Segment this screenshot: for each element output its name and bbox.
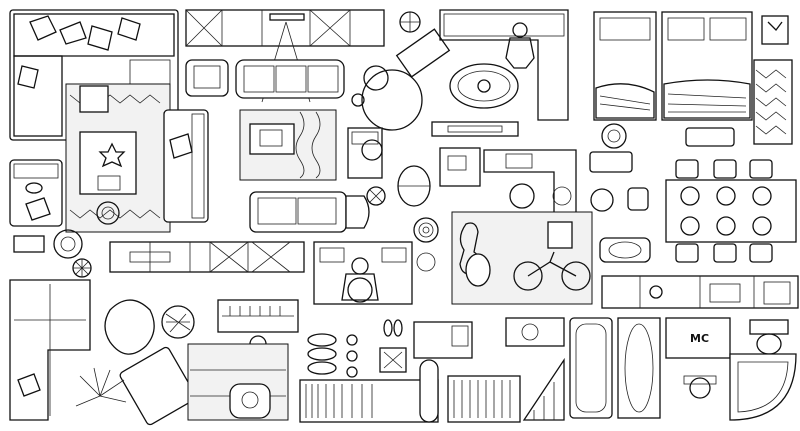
sofa-middle-bottom — [249, 191, 370, 233]
desk-corner — [439, 147, 481, 187]
person-walking — [505, 22, 535, 69]
fur-rug — [104, 299, 155, 355]
dining-table — [665, 159, 797, 263]
shelf-unit-bottom — [299, 379, 439, 423]
chevron-rug — [65, 83, 171, 233]
wc-sign-box: MC — [665, 317, 731, 359]
bedside-table — [761, 15, 789, 45]
sink-basin — [505, 317, 565, 347]
small-armchair — [185, 59, 229, 97]
bathtub — [569, 317, 613, 419]
double-bed — [661, 11, 753, 121]
bench-ottoman — [685, 127, 735, 147]
tv-cabinet — [185, 9, 385, 103]
side-table-lamp — [13, 229, 83, 259]
single-bed — [593, 11, 657, 121]
center-rug-table — [239, 109, 337, 181]
shoe-rack — [379, 347, 407, 373]
corner-armchair — [119, 346, 197, 426]
round-flower-rug — [601, 123, 627, 149]
tv-stand — [431, 121, 519, 137]
corner-sofa-right — [351, 9, 569, 131]
hobby-rug — [451, 211, 593, 305]
round-rattan-chair — [161, 305, 195, 339]
exercise-bike — [229, 383, 271, 419]
bookshelf-long — [447, 375, 521, 423]
office-chair-top — [397, 165, 431, 207]
office-desk-chair — [347, 127, 383, 179]
oval-bathtub — [617, 317, 661, 419]
plant-pot-left — [72, 258, 92, 278]
bar-stools — [346, 334, 358, 378]
wc-sign-label: MC — [690, 332, 709, 345]
stacked-chairs — [307, 333, 337, 375]
kitchen-counter — [601, 275, 799, 309]
surfboard — [419, 359, 439, 423]
washbasin-small — [683, 375, 717, 399]
triangle-shelf — [522, 357, 565, 421]
spiral-rug — [413, 217, 439, 243]
three-seat-sofa — [235, 59, 345, 99]
slippers — [383, 319, 403, 337]
desk-with-person — [313, 241, 436, 305]
armchair-left — [9, 159, 63, 227]
corner-bath — [729, 353, 797, 421]
side-sofa-vertical — [163, 109, 209, 223]
ceiling-fan — [399, 11, 421, 33]
floor-plant-large — [75, 367, 127, 407]
l-shaped-desk — [483, 149, 577, 223]
sectional-sofa-bottom-left — [9, 279, 91, 421]
toilet — [749, 319, 789, 355]
bistro-set — [589, 151, 651, 263]
stool-round — [366, 186, 386, 206]
tv-unit-small — [413, 321, 473, 359]
kitchen-counter-left — [109, 241, 305, 273]
bedroom-rug-pattern — [753, 59, 793, 145]
